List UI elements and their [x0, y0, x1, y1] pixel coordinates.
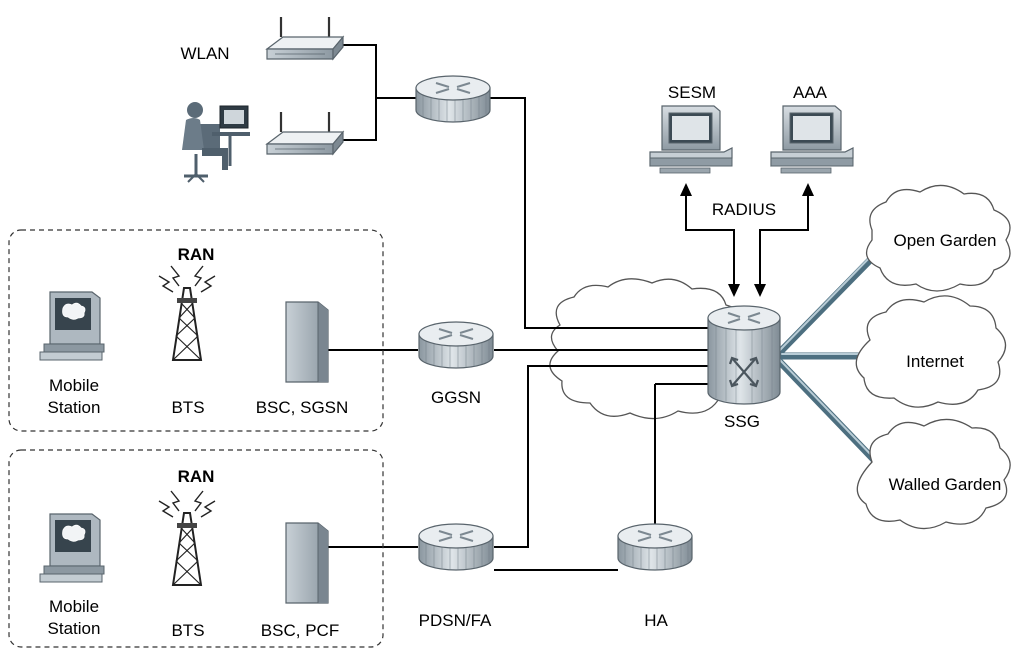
router-icon	[415, 75, 491, 123]
cloud-walled-garden: Walled Garden	[856, 418, 1011, 530]
ha-router-icon	[617, 523, 693, 571]
ssg-trunks	[776, 250, 880, 466]
controller-label-2: BSC, PCF	[261, 621, 339, 640]
wlan-label: WLAN	[180, 44, 229, 63]
aaa-workstation-icon	[770, 105, 854, 174]
ran-box-cdma	[8, 449, 384, 648]
links-over-cloud	[494, 327, 710, 420]
server-tower-icon	[285, 522, 329, 604]
mobile-station-icon	[39, 291, 105, 361]
user-at-desk-icon	[182, 102, 250, 183]
cell-tower-icon	[158, 490, 216, 586]
pdsn-router-icon	[418, 523, 494, 571]
bts-label-1: BTS	[171, 398, 204, 417]
internet-label: Internet	[906, 352, 964, 371]
arrowheads	[680, 183, 814, 297]
cloud-open-garden: Open Garden	[865, 184, 1011, 292]
ssg-router-switch-icon	[707, 305, 781, 405]
open-garden-label: Open Garden	[893, 231, 996, 250]
mobile-station-icon	[39, 513, 105, 583]
wireless-access-point-icon	[265, 110, 345, 156]
ran-title-1: RAN	[178, 245, 215, 264]
ran-box-gsm	[8, 229, 384, 432]
server-tower-icon	[285, 301, 329, 383]
cell-tower-icon	[158, 265, 216, 361]
sesm-workstation-icon	[649, 105, 733, 174]
ggsn-router-icon	[418, 321, 494, 369]
aaa-label: AAA	[793, 83, 828, 102]
ggsn-label: GGSN	[431, 388, 481, 407]
controller-label-1: BSC, SGSN	[256, 398, 349, 417]
radius-arrows	[685, 196, 809, 286]
radius-label: RADIUS	[712, 200, 776, 219]
cloud-internet: Internet	[855, 295, 1007, 408]
sesm-label: SESM	[668, 83, 716, 102]
ssg-label: SSG	[724, 412, 760, 431]
bts-label-2: BTS	[171, 621, 204, 640]
pdsn-label: PDSN/FA	[419, 611, 492, 630]
ran-title-2: RAN	[178, 467, 215, 486]
radius-label-bg	[704, 198, 784, 220]
ha-label: HA	[644, 611, 668, 630]
wireless-access-point-icon	[265, 15, 345, 61]
walled-garden-label: Walled Garden	[889, 475, 1002, 494]
